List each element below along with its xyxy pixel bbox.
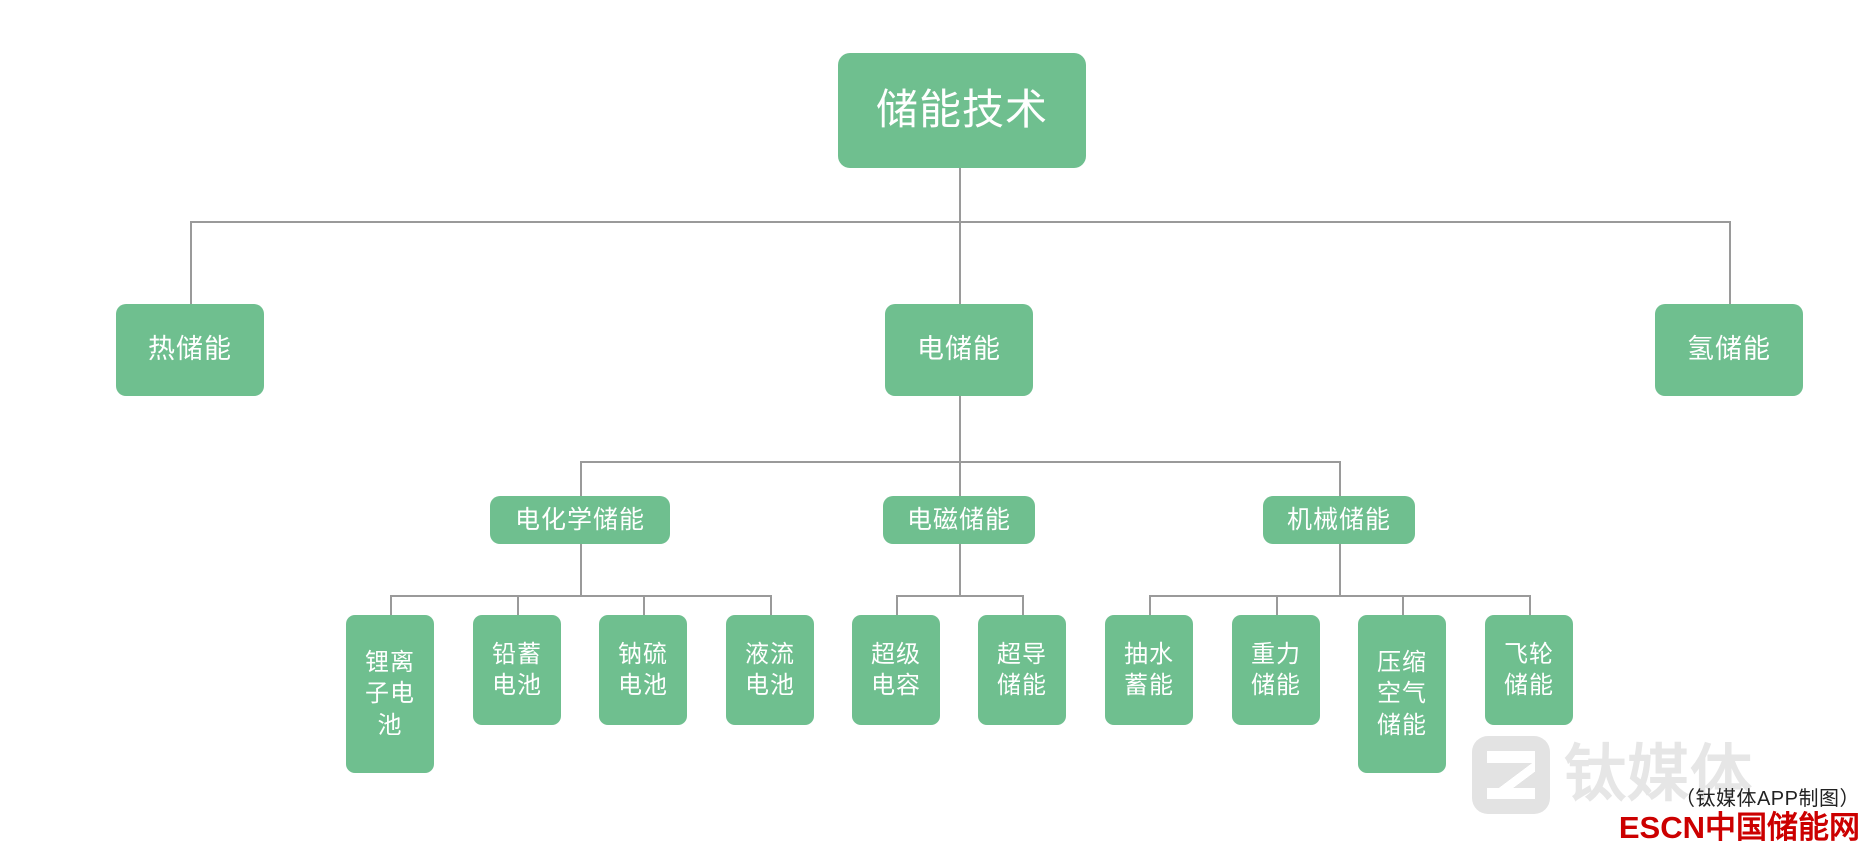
node-caes-line2: 空气 xyxy=(1377,680,1427,708)
node-lead-acid-line2: 电池 xyxy=(492,672,542,699)
tmtpost-logo-icon xyxy=(1472,736,1550,814)
node-pumped[interactable]: 抽水 蓄能 xyxy=(1105,615,1193,725)
connector-drop-thermal xyxy=(190,221,192,304)
node-electrochemical-label: 电化学储能 xyxy=(514,505,645,534)
node-li-ion-line2: 子电 xyxy=(365,680,415,708)
node-supercap-line2: 电容 xyxy=(871,672,921,699)
node-lead-acid-line1: 铅蓄 xyxy=(492,640,542,668)
node-na-s-line1: 钠硫 xyxy=(618,640,668,668)
node-smes[interactable]: 超导 储能 xyxy=(978,615,1066,725)
connector-electrochemical-bus xyxy=(390,595,770,597)
node-caes[interactable]: 压缩 空气 储能 xyxy=(1358,615,1446,773)
node-thermal[interactable]: 热储能 xyxy=(116,304,264,396)
node-electromagnetic-label: 电磁储能 xyxy=(906,505,1011,534)
brand-escn: ESCN中国储能网 xyxy=(1619,812,1860,843)
node-supercap-line1: 超级 xyxy=(871,640,921,668)
credit-text: （钛媒体APP制图） xyxy=(1674,788,1860,810)
node-gravity-line2: 储能 xyxy=(1251,672,1301,699)
node-flow-line1: 液流 xyxy=(745,640,795,668)
node-mechanical-label: 机械储能 xyxy=(1286,505,1391,534)
node-smes-line1: 超导 xyxy=(997,640,1047,668)
node-electromagnetic[interactable]: 电磁储能 xyxy=(883,496,1035,544)
connector-drop-mechanical xyxy=(1339,461,1341,496)
connector-mechanical-bus xyxy=(1149,595,1529,597)
connector-drop-smes xyxy=(1022,595,1024,615)
node-li-ion-line3: 池 xyxy=(377,711,403,739)
connector-drop-flow xyxy=(770,595,772,615)
connector-drop-electromagnetic xyxy=(959,461,961,496)
node-lead-acid[interactable]: 铅蓄 电池 xyxy=(473,615,561,725)
node-flywheel[interactable]: 飞轮 储能 xyxy=(1485,615,1573,725)
node-hydrogen[interactable]: 氢储能 xyxy=(1655,304,1803,396)
node-gravity-line1: 重力 xyxy=(1251,640,1301,668)
node-flywheel-line2: 储能 xyxy=(1504,672,1554,699)
connector-drop-hydrogen xyxy=(1729,221,1731,304)
connector-drop-flywheel xyxy=(1529,595,1531,615)
node-pumped-line2: 蓄能 xyxy=(1124,672,1174,699)
connector-drop-li-ion xyxy=(390,595,392,615)
connector-drop-gravity xyxy=(1276,595,1278,615)
node-electric-label: 电储能 xyxy=(917,334,1001,365)
node-caes-line1: 压缩 xyxy=(1377,649,1427,677)
connector-drop-pumped xyxy=(1149,595,1151,615)
node-mechanical[interactable]: 机械储能 xyxy=(1263,496,1415,544)
node-flow-line2: 电池 xyxy=(745,672,795,699)
connector-drop-supercap xyxy=(896,595,898,615)
node-li-ion[interactable]: 锂离 子电 池 xyxy=(346,615,434,773)
node-na-s[interactable]: 钠硫 电池 xyxy=(599,615,687,725)
connector-electromagnetic-stem xyxy=(959,544,961,596)
brand-escn-chinese: 中国储能网 xyxy=(1705,810,1860,845)
connector-drop-caes xyxy=(1402,595,1404,615)
node-electrochemical[interactable]: 电化学储能 xyxy=(490,496,670,544)
node-thermal-label: 热储能 xyxy=(148,334,232,365)
node-electric[interactable]: 电储能 xyxy=(885,304,1033,396)
node-caes-line3: 储能 xyxy=(1377,711,1427,739)
node-gravity[interactable]: 重力 储能 xyxy=(1232,615,1320,725)
connector-electromagnetic-bus xyxy=(896,595,1023,597)
connector-electrochemical-stem xyxy=(580,544,582,596)
connector-drop-na-s xyxy=(643,595,645,615)
node-flywheel-line1: 飞轮 xyxy=(1504,640,1554,668)
node-supercap[interactable]: 超级 电容 xyxy=(852,615,940,725)
brand-escn-latin: ESCN xyxy=(1618,810,1705,845)
node-root-label: 储能技术 xyxy=(875,86,1048,134)
node-root[interactable]: 储能技术 xyxy=(838,53,1086,168)
node-li-ion-line1: 锂离 xyxy=(365,649,415,677)
node-hydrogen-label: 氢储能 xyxy=(1687,334,1771,365)
node-smes-line2: 储能 xyxy=(997,672,1047,699)
connector-root-stem xyxy=(959,168,961,222)
connector-drop-electric xyxy=(959,221,961,304)
connector-drop-electrochemical xyxy=(580,461,582,496)
connector-electric-stem xyxy=(959,396,961,462)
node-pumped-line1: 抽水 xyxy=(1124,640,1174,668)
node-flow[interactable]: 液流 电池 xyxy=(726,615,814,725)
node-na-s-line2: 电池 xyxy=(618,672,668,699)
connector-drop-lead-acid xyxy=(517,595,519,615)
connector-mechanical-stem xyxy=(1339,544,1341,596)
